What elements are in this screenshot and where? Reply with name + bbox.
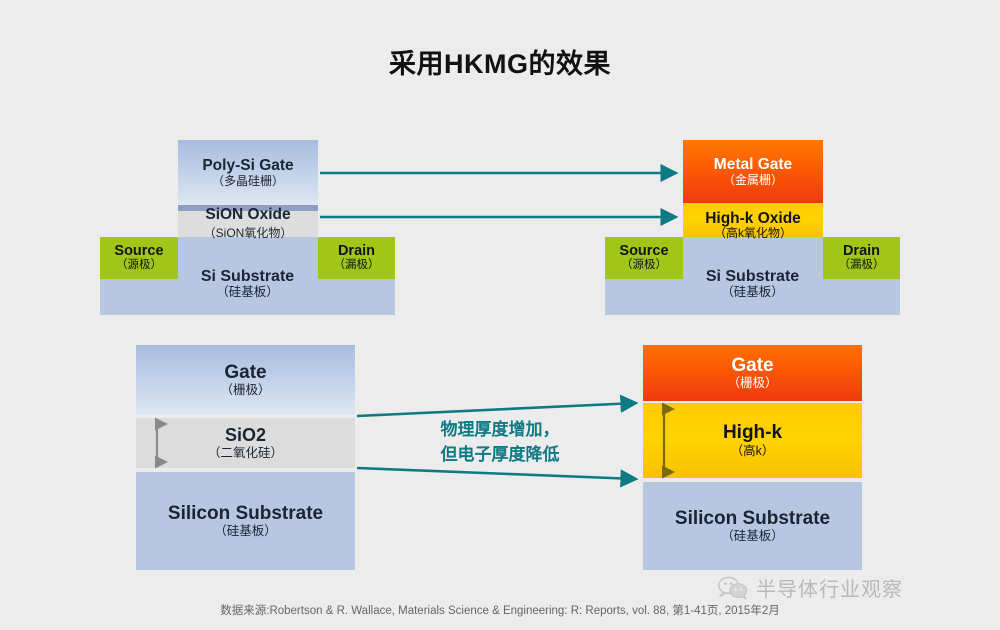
watermark-text: 半导体行业观察	[756, 579, 903, 601]
source-footer: 数据来源:Robertson & R. Wallace, Materials S…	[220, 605, 780, 617]
bottom-left-substrate-label-en: Silicon Substrate	[167, 502, 324, 524]
top-right-source-label-cn: （源极）	[621, 259, 667, 272]
bottom-left-dielectric: SiO2 （二氧化硅）	[136, 418, 355, 468]
bottom-right-dielectric-label-en: High-k	[722, 422, 783, 444]
top-right-drain-label-cn: （漏极）	[838, 259, 885, 272]
top-right-source-label-en: Source	[619, 242, 669, 259]
top-left-gate-label-en: Poly-Si Gate	[202, 156, 294, 174]
bottom-right-substrate: Silicon Substrate （硅基板）	[643, 482, 862, 570]
top-right-oxide-label-en: High-k Oxide	[705, 210, 801, 228]
top-left-drain-label-cn: （漏极）	[333, 259, 380, 272]
bottom-right-gate-label-en: Gate	[731, 354, 774, 376]
arrow-interface-lower	[356, 466, 639, 488]
bottom-left-gate-label-en: Gate	[224, 361, 267, 383]
top-right-gate: Metal Gate （金属栅）	[683, 140, 823, 203]
top-right-oxide: High-k Oxide	[683, 203, 823, 237]
bottom-right-gate-label-cn: （栅极）	[727, 376, 778, 391]
arrow-interface-upper	[356, 394, 639, 418]
top-left-gate: Poly-Si Gate （多晶硅栅）	[178, 140, 318, 205]
top-right-oxide-label-cn: （高k氧化物）	[713, 226, 792, 240]
top-left-gate-label-cn: （多晶硅栅）	[211, 173, 284, 188]
bottom-right-substrate-label-cn: （硅基板）	[721, 529, 784, 544]
bottom-left-gate: Gate （栅极）	[136, 345, 355, 415]
bottom-left-dielectric-label-en: SiO2	[224, 425, 267, 446]
top-right-substrate-label-en: Si Substrate	[705, 267, 800, 285]
bottom-right-dielectric-label-cn: （高k）	[730, 443, 775, 458]
bottom-right-substrate-label-en: Silicon Substrate	[674, 507, 831, 529]
middle-annotation-line1: 物理厚度增加，	[440, 420, 560, 439]
top-left-source-label-en: Source	[114, 242, 164, 259]
top-left-substrate-label-en: Si Substrate	[200, 267, 295, 285]
top-left-oxide-label-cn: （SiON氧化物）	[203, 226, 293, 240]
bottom-left-gate-label-cn: （栅极）	[220, 383, 271, 398]
middle-annotation-line2: 但电子厚度降低	[440, 444, 560, 464]
top-left-source-label-cn: （源极）	[116, 259, 162, 272]
top-right-drain-label-en: Drain	[842, 242, 881, 259]
top-left-substrate-upper	[178, 237, 318, 245]
top-right-substrate-label-cn: （硅基板）	[721, 285, 784, 300]
middle-annotation: 物理厚度增加， 但电子厚度降低	[380, 418, 620, 467]
bottom-left-dielectric-label-cn: （二氧化硅）	[207, 445, 283, 460]
top-right-source: Source （源极）	[605, 237, 683, 279]
page-title: 采用HKMG的效果	[389, 49, 611, 79]
wechat-icon	[718, 576, 748, 600]
top-left-substrate-label-cn: （硅基板）	[216, 285, 279, 300]
bottom-right-dielectric: High-k （高k）	[643, 403, 862, 478]
watermark: 半导体行业观察	[718, 573, 903, 602]
top-left-drain-label-en: Drain	[337, 242, 376, 259]
bottom-right-gate: Gate （栅极）	[643, 345, 862, 401]
top-right-gate-label-cn: （金属栅）	[722, 172, 783, 187]
top-left-oxide-label-en: SiON Oxide	[205, 206, 291, 223]
top-right-gate-label-en: Metal Gate	[713, 155, 793, 173]
top-left-oxide-interface	[178, 205, 318, 211]
bottom-left-substrate: Silicon Substrate （硅基板）	[136, 472, 355, 570]
bottom-left-substrate-label-cn: （硅基板）	[214, 524, 277, 539]
top-left-source: Source （源极）	[100, 237, 178, 279]
top-left-drain: Drain （漏极）	[318, 237, 395, 279]
top-left-oxide	[178, 211, 318, 237]
top-right-drain: Drain （漏极）	[823, 237, 900, 279]
